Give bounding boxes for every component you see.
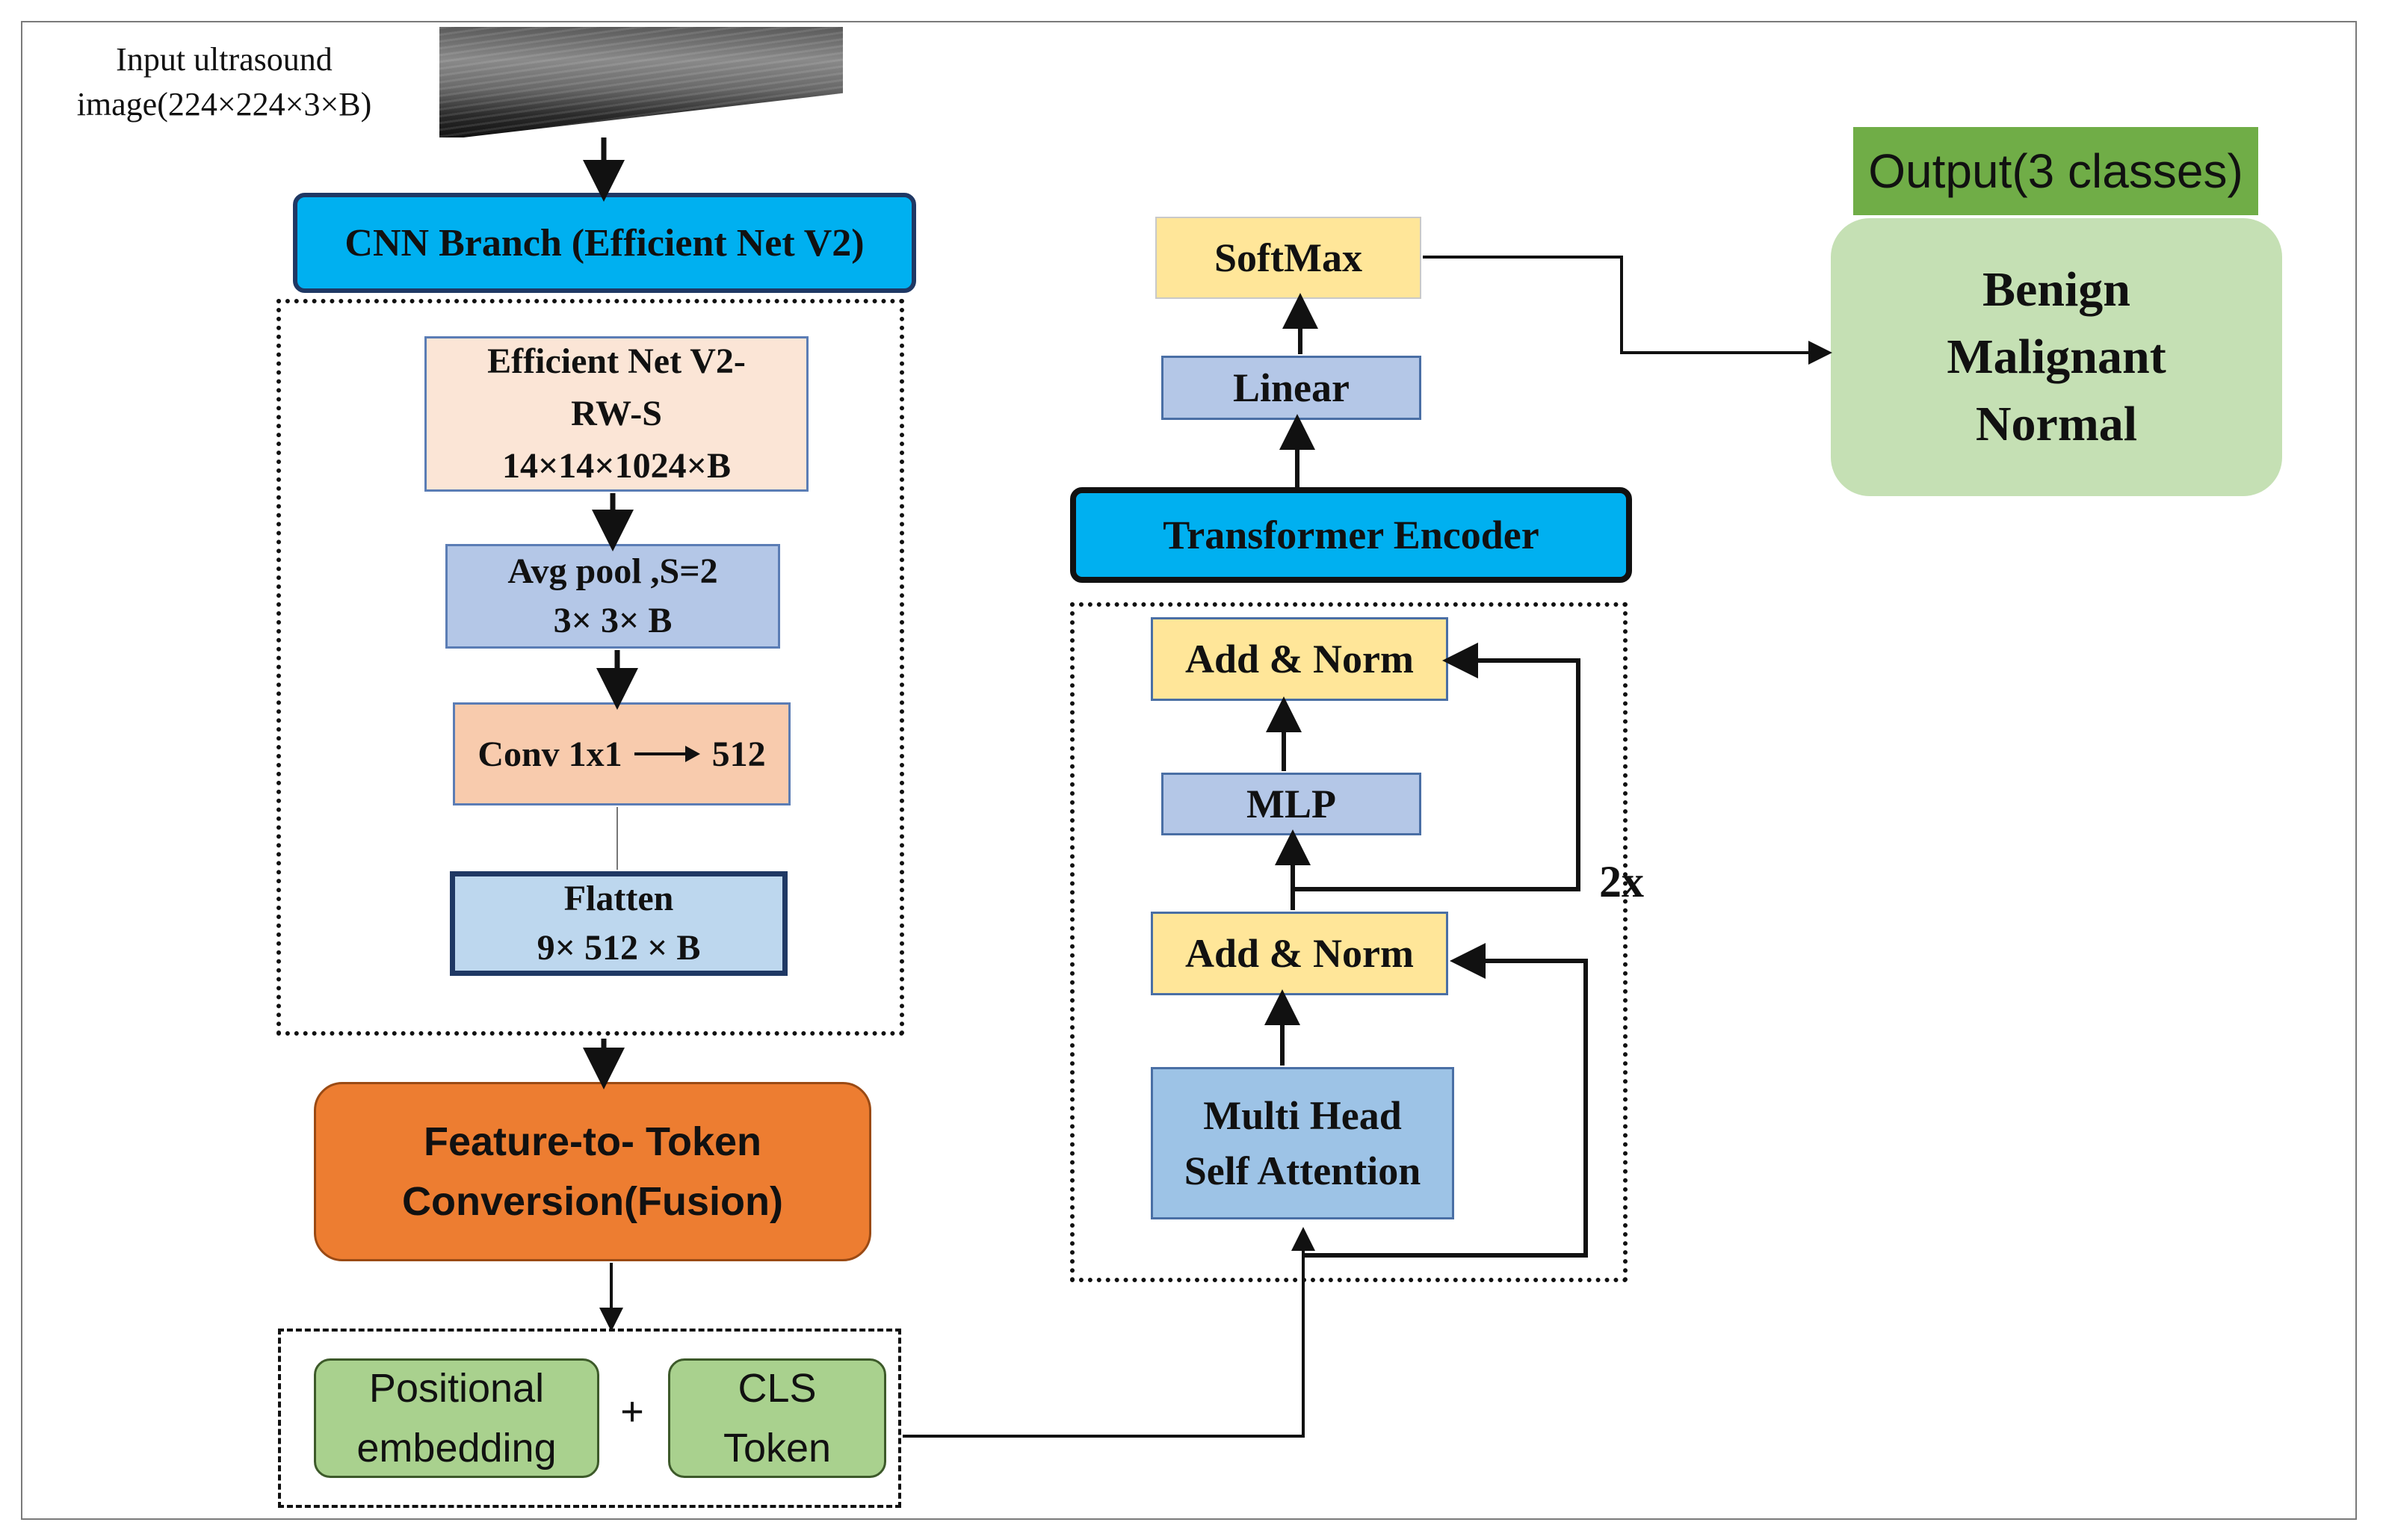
fusion-block: Feature-to- Token Conversion(Fusion) — [314, 1082, 871, 1261]
add-norm-upper-text: Add & Norm — [1185, 637, 1414, 681]
avg-pool-line-2: 3× 3× B — [553, 601, 673, 640]
efficientnet-block: Efficient Net V2- RW-S 14×14×1024×B — [424, 336, 809, 492]
add-norm-upper-block: Add & Norm — [1151, 617, 1448, 701]
line-embedding-to-attention — [903, 1227, 1315, 1438]
class-benign: Benign — [1982, 262, 2131, 317]
conv-label: Conv 1x1 — [477, 734, 622, 774]
class-malignant: Malignant — [1947, 330, 2166, 384]
conv-block: Conv 1x1 512 — [453, 702, 791, 805]
repeat-count: 2x — [1599, 857, 1644, 906]
transformer-encoder-title: Transformer Encoder — [1070, 487, 1632, 583]
flatten-block: Flatten 9× 512 × B — [450, 871, 788, 976]
mlp-text: MLP — [1246, 782, 1336, 826]
efficientnet-line-1: Efficient Net V2- — [487, 341, 746, 381]
arrow-right-icon — [634, 746, 700, 762]
efficientnet-line-3: 14×14×1024×B — [501, 446, 732, 486]
fusion-line-1: Feature-to- Token — [423, 1119, 761, 1164]
output-title: Output(3 classes) — [1853, 127, 2258, 215]
fusion-line-2: Conversion(Fusion) — [402, 1179, 783, 1224]
input-label-line-2: image(224×224×3×B) — [76, 86, 372, 123]
avg-pool-line-1: Avg pool ,S=2 — [507, 551, 718, 591]
line-lower-residual — [1303, 943, 1588, 1258]
linear-text: Linear — [1233, 365, 1350, 410]
positional-embedding-block: Positional embedding — [314, 1358, 599, 1478]
positional-line-1: Positional — [368, 1366, 545, 1411]
efficientnet-line-2: RW-S — [571, 394, 662, 433]
transformer-group — [1070, 602, 1628, 1282]
softmax-block: SoftMax — [1155, 217, 1421, 299]
cnn-branch-title-text: CNN Branch (Efficient Net V2) — [344, 221, 865, 265]
input-label: Input ultrasound image(224×224×3×B) — [45, 37, 404, 127]
output-classes-block: Benign Malignant Normal — [1831, 218, 2282, 496]
add-norm-lower-block: Add & Norm — [1151, 912, 1448, 995]
positional-line-2: embedding — [356, 1426, 557, 1471]
plus-sign: + — [620, 1389, 644, 1434]
line-upper-residual — [1293, 643, 1580, 891]
class-normal: Normal — [1975, 397, 2138, 451]
cls-line-1: CLS — [738, 1366, 817, 1411]
cnn-branch-group — [276, 299, 904, 1036]
conv-output-channels: 512 — [711, 734, 766, 774]
cls-line-2: Token — [723, 1426, 832, 1471]
avg-pool-block: Avg pool ,S=2 3× 3× B — [445, 544, 780, 649]
input-label-line-1: Input ultrasound — [116, 41, 333, 78]
add-norm-lower-text: Add & Norm — [1185, 931, 1414, 976]
multi-head-attention-block: Multi Head Self Attention — [1151, 1067, 1454, 1219]
cls-token-block: CLS Token — [668, 1358, 886, 1478]
attention-line-2: Self Attention — [1184, 1148, 1421, 1193]
transformer-encoder-text: Transformer Encoder — [1163, 513, 1539, 557]
softmax-text: SoftMax — [1214, 235, 1362, 280]
attention-line-1: Multi Head — [1203, 1093, 1402, 1138]
output-title-text: Output(3 classes) — [1868, 144, 2243, 198]
embedding-group — [278, 1329, 901, 1508]
flatten-line-1: Flatten — [563, 879, 674, 918]
arrow-softmax-to-output — [1423, 256, 1832, 365]
figure-frame — [21, 21, 2357, 1520]
flatten-line-2: 9× 512 × B — [537, 928, 701, 968]
